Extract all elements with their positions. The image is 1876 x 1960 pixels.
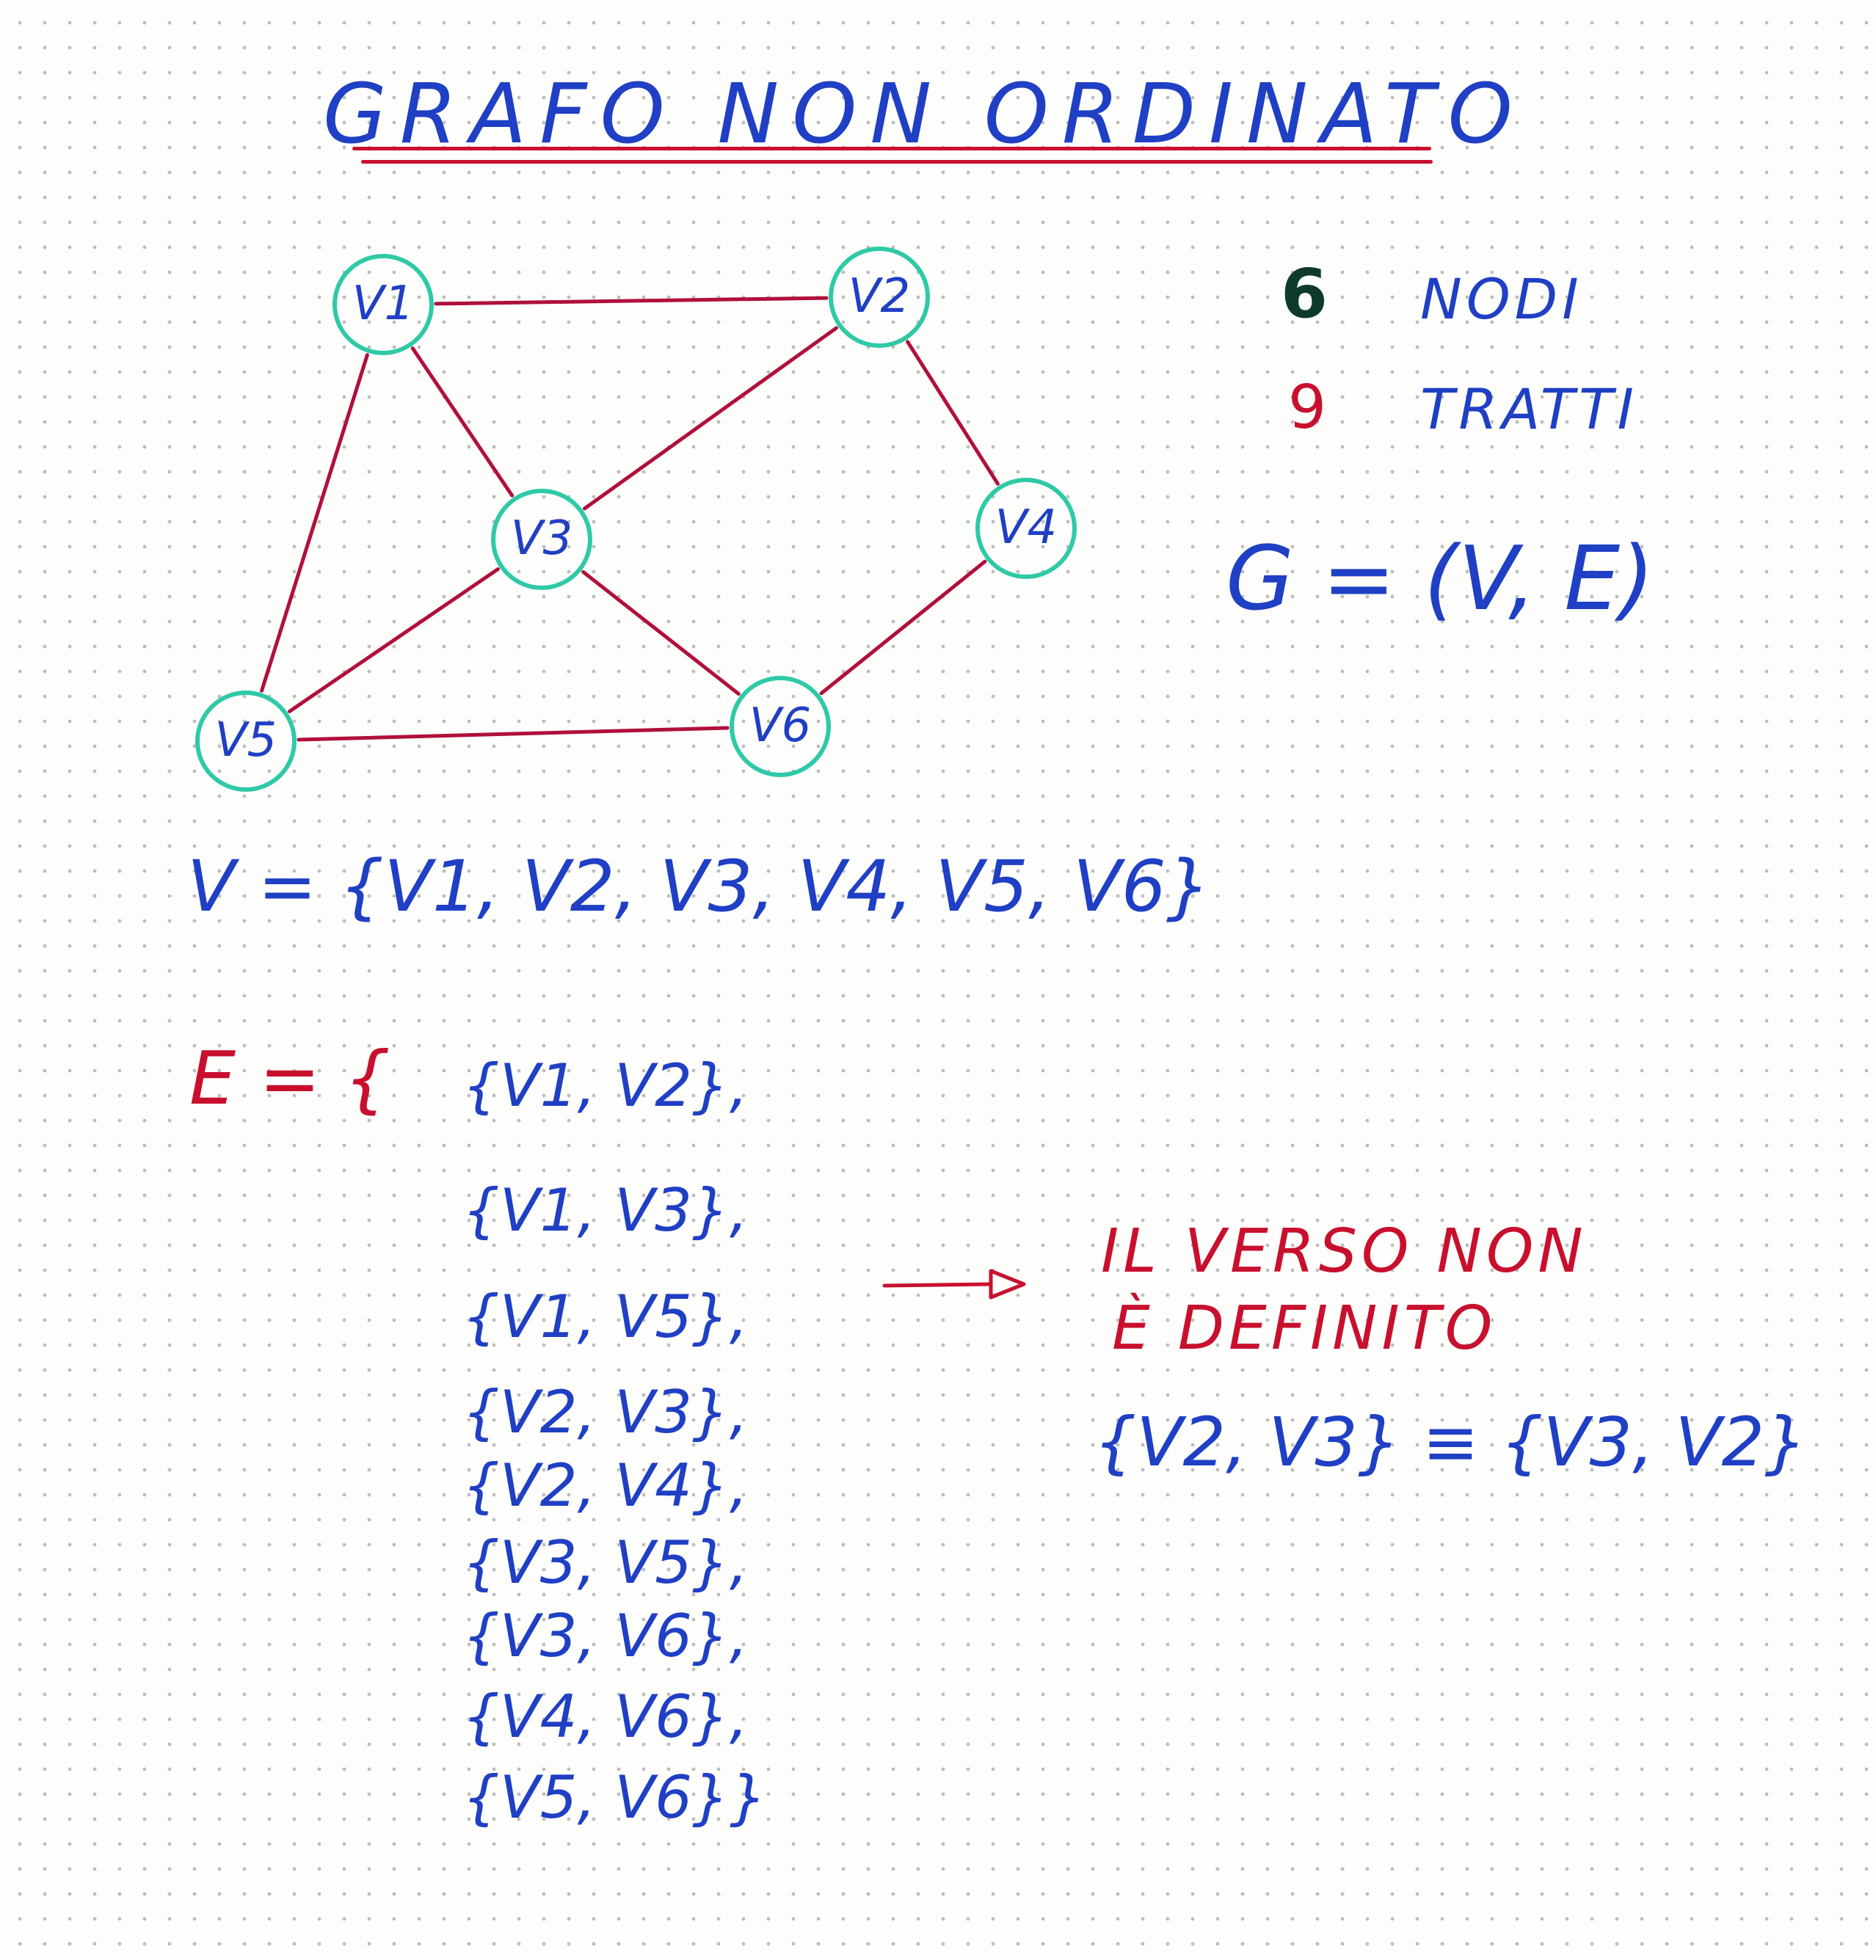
node-label: V3 bbox=[511, 511, 573, 566]
title-underline bbox=[352, 147, 1431, 150]
edge-v5-v6 bbox=[297, 726, 730, 742]
equivalence-example: {V2, V3} ≡ {V3, V2} bbox=[1094, 1403, 1808, 1482]
node-circle bbox=[829, 247, 930, 348]
title-underline-second bbox=[361, 160, 1433, 164]
node-v5: V5 bbox=[195, 691, 297, 792]
node-label: V6 bbox=[749, 699, 812, 753]
node-circle bbox=[332, 254, 434, 355]
edge-set-item: {V5, V6}} bbox=[462, 1763, 767, 1832]
edge-set-item: {V3, V5}, bbox=[462, 1529, 749, 1597]
edge-v2-v3 bbox=[583, 326, 838, 511]
edge-v3-v5 bbox=[287, 567, 501, 713]
page-title: GRAFO NON ORDINATO bbox=[323, 67, 1526, 162]
node-circle bbox=[975, 478, 1077, 579]
edge-v3-v6 bbox=[581, 569, 741, 696]
arrow-right-icon bbox=[882, 1269, 1026, 1300]
node-count: 6 bbox=[1281, 255, 1328, 333]
edge-v1-v5 bbox=[260, 353, 369, 693]
node-v3: V3 bbox=[491, 489, 592, 590]
node-count-label: NODI bbox=[1420, 266, 1583, 332]
node-circle bbox=[491, 489, 592, 590]
edge-set-item: {V1, V3}, bbox=[462, 1176, 749, 1245]
edge-v4-v6 bbox=[819, 559, 987, 696]
edge-count: 9 bbox=[1288, 373, 1327, 442]
edge-v1-v3 bbox=[410, 346, 515, 498]
node-circle bbox=[195, 691, 297, 792]
node-v4: V4 bbox=[975, 478, 1077, 579]
edge-count-label: TRATTI bbox=[1420, 376, 1638, 442]
edge-set-item: {V2, V3}, bbox=[462, 1378, 749, 1446]
node-v1: V1 bbox=[332, 254, 434, 355]
node-label: V4 bbox=[995, 500, 1058, 555]
node-label: V2 bbox=[848, 269, 911, 324]
note-line-1: IL VERSO NON bbox=[1101, 1217, 1588, 1286]
edge-set-item: {V3, V6}, bbox=[462, 1602, 749, 1670]
edge-set-item: {V2, V4}, bbox=[462, 1451, 749, 1520]
node-circle bbox=[730, 676, 831, 777]
edge-set-item: {V1, V5}, bbox=[462, 1283, 749, 1351]
edge-set-item: {V4, V6}, bbox=[462, 1683, 749, 1751]
note-line-2: È DEFINITO bbox=[1112, 1294, 1497, 1363]
node-v2: V2 bbox=[829, 247, 930, 348]
edge-v1-v2 bbox=[434, 296, 829, 306]
node-label: V1 bbox=[352, 277, 415, 331]
edge-v2-v4 bbox=[906, 340, 1000, 486]
graph-definition: G = (V, E) bbox=[1226, 528, 1654, 630]
node-v6: V6 bbox=[730, 676, 831, 777]
vertex-set: V = {V1, V2, V3, V4, V5, V6} bbox=[187, 845, 1211, 928]
node-label: V5 bbox=[215, 713, 277, 768]
edge-set-item: {V1, V2}, bbox=[462, 1052, 749, 1120]
edge-set-opening: E = { bbox=[189, 1035, 391, 1121]
